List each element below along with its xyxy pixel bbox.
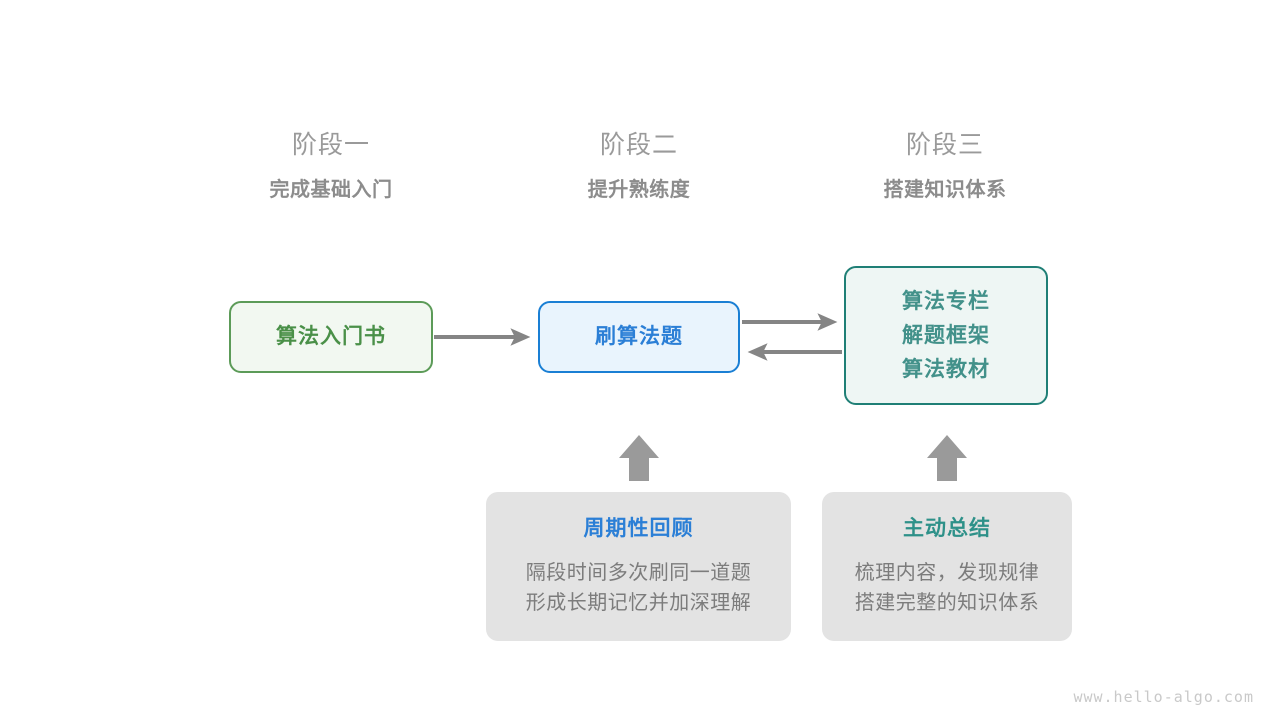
- card-summary-body-line-2: 搭建完整的知识体系: [854, 592, 1040, 614]
- card-review-body: 隔段时间多次刷同一道题 形成长期记忆并加深理解: [486, 558, 791, 618]
- arrow-summary-up: [927, 435, 967, 481]
- watermark: www.hello-algo.com: [1073, 688, 1254, 706]
- stage-1-subtitle: 完成基础入门: [269, 179, 393, 201]
- stage-3-label: 阶段三: [905, 131, 984, 159]
- stage-header-3: 阶段三 搭建知识体系: [825, 128, 1065, 205]
- node-book-label: 算法入门书: [276, 325, 386, 348]
- stage-2-label: 阶段二: [599, 131, 678, 159]
- card-summary-body: 梳理内容，发现规律 搭建完整的知识体系: [822, 558, 1072, 618]
- node-resources-line-1: 算法专栏: [902, 289, 990, 313]
- card-periodic-review[interactable]: 周期性回顾 隔段时间多次刷同一道题 形成长期记忆并加深理解: [486, 492, 791, 641]
- node-algorithm-intro-book[interactable]: 算法入门书: [229, 301, 433, 373]
- stage-1-label: 阶段一: [291, 131, 370, 159]
- stage-header-2: 阶段二 提升熟练度: [519, 128, 759, 205]
- card-active-summary[interactable]: 主动总结 梳理内容，发现规律 搭建完整的知识体系: [822, 492, 1072, 641]
- card-review-body-line-1: 隔段时间多次刷同一道题: [525, 562, 752, 584]
- card-review-title: 周期性回顾: [583, 517, 694, 540]
- card-summary-body-line-1: 梳理内容，发现规律: [854, 562, 1040, 584]
- node-resources-line-2: 解题框架: [902, 323, 990, 347]
- node-resources-line-3: 算法教材: [902, 357, 990, 381]
- node-practice-problems[interactable]: 刷算法题: [538, 301, 740, 373]
- stage-2-subtitle: 提升熟练度: [587, 179, 691, 201]
- node-practice-label: 刷算法题: [595, 325, 683, 348]
- arrow-review-up: [619, 435, 659, 481]
- node-learning-resources[interactable]: 算法专栏 解题框架 算法教材: [844, 266, 1048, 405]
- card-review-body-line-2: 形成长期记忆并加深理解: [525, 592, 752, 614]
- stage-header-1: 阶段一 完成基础入门: [211, 128, 451, 205]
- stage-3-subtitle: 搭建知识体系: [883, 179, 1007, 201]
- card-summary-title: 主动总结: [903, 517, 991, 540]
